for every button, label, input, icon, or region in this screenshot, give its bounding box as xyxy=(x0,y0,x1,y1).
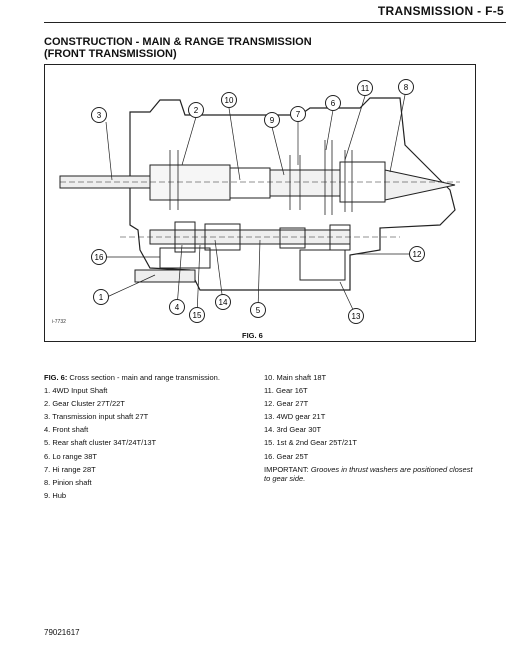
callout-14-label: 14 xyxy=(219,298,228,307)
legend-item: 10. Main shaft 18T xyxy=(264,373,327,382)
footer-document-code: 79021617 xyxy=(44,628,80,637)
callout-2-label: 2 xyxy=(194,106,199,115)
callout-3: 3 xyxy=(91,107,107,123)
legend-item: 12. Gear 27T xyxy=(264,399,309,409)
section-title: CONSTRUCTION - MAIN & RANGE TRANSMISSION… xyxy=(44,36,312,60)
callout-9: 9 xyxy=(264,112,280,128)
legend-caption-text: Cross section - main and range transmiss… xyxy=(67,373,220,382)
callout-8: 8 xyxy=(398,79,414,95)
callout-10-label: 10 xyxy=(225,96,234,105)
callout-4-label: 4 xyxy=(175,303,180,312)
legend-item: 4. Front shaft xyxy=(44,425,89,435)
page-header-title: TRANSMISSION - F-5 xyxy=(377,4,504,18)
figure-frame xyxy=(44,64,476,342)
legend-item: 16. Gear 25T xyxy=(264,451,309,461)
callout-15: 15 xyxy=(189,307,205,323)
legend-item: 3. Transmission input shaft 27T xyxy=(44,412,149,422)
important-note-text: Grooves in thrust washers are positioned… xyxy=(264,464,473,483)
callout-5-label: 5 xyxy=(256,306,261,315)
header-divider xyxy=(44,22,506,23)
callout-6: 6 xyxy=(325,95,341,111)
legend-item: 14. 3rd Gear 30T xyxy=(264,425,322,435)
legend-caption: FIG. 6: Cross section - main and range t… xyxy=(44,371,254,384)
legend-item: 11. Gear 16T xyxy=(264,386,308,396)
callout-2: 2 xyxy=(188,102,204,118)
legend-item: 5. Rear shaft cluster 34T/24T/13T xyxy=(44,438,157,448)
legend-item: 2. Gear Cluster 27T/22T xyxy=(44,399,125,409)
legend-item: 13. 4WD gear 21T xyxy=(264,412,326,422)
callout-6-label: 6 xyxy=(331,99,336,108)
callout-16-label: 16 xyxy=(95,253,104,262)
callout-13-label: 13 xyxy=(352,312,361,321)
callout-9-label: 9 xyxy=(270,116,275,125)
callout-12-label: 12 xyxy=(413,250,422,259)
legend-item: 8. Pinion shaft xyxy=(44,477,92,487)
legend-left-column: FIG. 6: Cross section - main and range t… xyxy=(44,371,254,502)
figure-caption: FIG. 6 xyxy=(242,331,263,340)
section-title-line1: CONSTRUCTION - MAIN & RANGE TRANSMISSION xyxy=(44,36,312,48)
legend-item: 1. 4WD Input Shaft xyxy=(44,386,108,396)
figure-code: i-7732 xyxy=(52,319,66,325)
important-note-lead: IMPORTANT: xyxy=(264,464,309,474)
callout-1-label: 1 xyxy=(99,293,104,302)
callout-16: 16 xyxy=(91,249,107,265)
callout-11-label: 11 xyxy=(361,84,370,93)
important-note: IMPORTANT: Grooves in thrust washers are… xyxy=(264,465,479,483)
callout-10: 10 xyxy=(221,92,237,108)
legend-item: 9. Hub xyxy=(44,490,67,500)
callout-11: 11 xyxy=(357,80,373,96)
callout-13: 13 xyxy=(348,308,364,324)
legend-item: 7. Hi range 28T xyxy=(44,464,96,474)
callout-3-label: 3 xyxy=(97,111,102,120)
legend-caption-lead: FIG. 6: xyxy=(44,373,68,382)
section-title-line2: (FRONT TRANSMISSION) xyxy=(44,48,177,60)
callout-8-label: 8 xyxy=(404,83,409,92)
callout-5: 5 xyxy=(250,302,266,318)
legend-item: 15. 1st & 2nd Gear 25T/21T xyxy=(264,438,357,448)
callout-12: 12 xyxy=(409,246,425,262)
callout-7: 7 xyxy=(290,106,306,122)
callout-14: 14 xyxy=(215,294,231,310)
callout-1: 1 xyxy=(93,289,109,305)
callout-7-label: 7 xyxy=(296,110,301,119)
callout-15-label: 15 xyxy=(193,311,202,320)
legend-right-column: 10. Main shaft 18T 11. Gear 16T 12. Gear… xyxy=(264,371,479,483)
callout-4: 4 xyxy=(169,299,185,315)
legend-item: 6. Lo range 38T xyxy=(44,451,97,461)
